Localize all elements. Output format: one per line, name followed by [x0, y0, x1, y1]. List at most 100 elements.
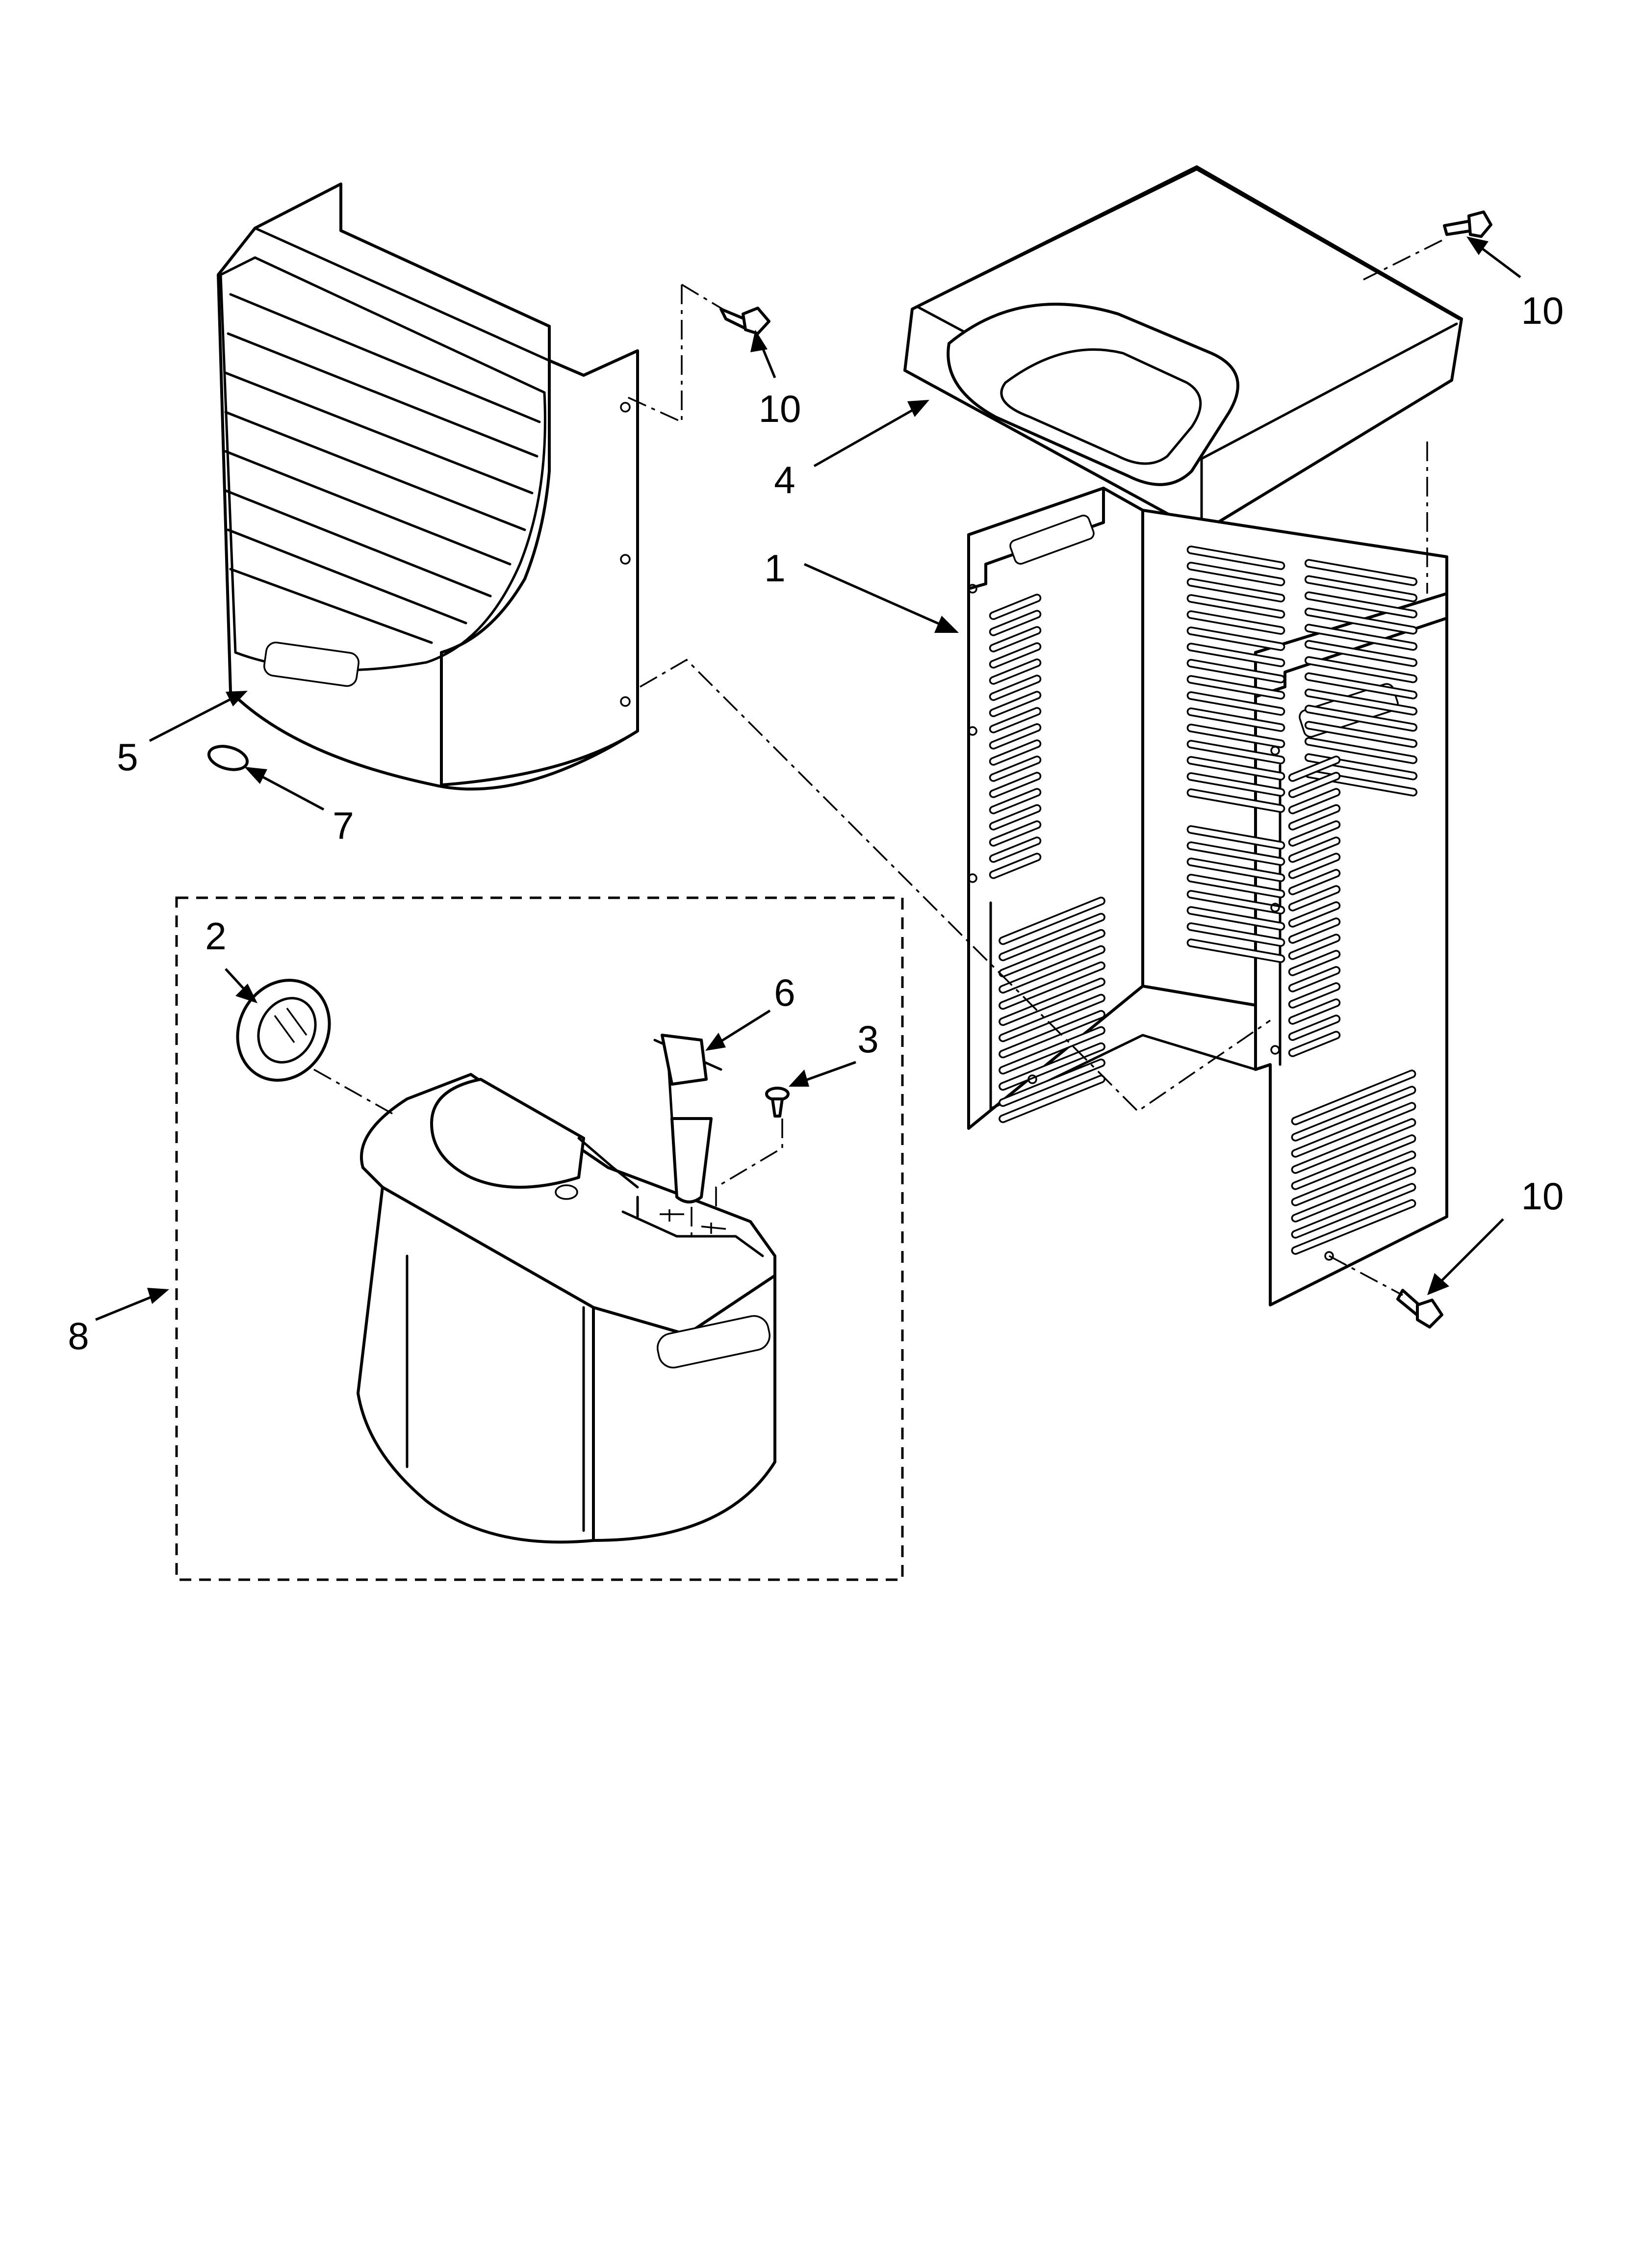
vent-slot — [1186, 841, 1285, 866]
callout-8: 8 — [68, 1314, 89, 1357]
vent-slot — [999, 993, 1105, 1043]
cabinet-vents — [989, 546, 1418, 1255]
vent-slot — [1288, 772, 1341, 798]
vent-slot — [1186, 756, 1285, 781]
bucket-kit — [175, 896, 904, 1581]
callout-1: 1 — [764, 547, 785, 590]
vent-slot — [1288, 804, 1341, 831]
vent-slot — [989, 788, 1042, 814]
vent-slot — [1291, 1150, 1416, 1206]
vent-slot — [1186, 546, 1285, 570]
vent-slot — [1304, 624, 1418, 651]
callout-10-top-left: 10 — [759, 387, 801, 430]
vent-slot — [1304, 721, 1418, 748]
vent-slot — [1186, 724, 1285, 748]
callout-2: 2 — [205, 914, 226, 958]
vent-slot — [1186, 858, 1285, 882]
vent-slot — [1304, 704, 1418, 732]
vent-slot — [1304, 559, 1418, 586]
vent-slot — [999, 896, 1105, 945]
vent-slot — [1186, 626, 1285, 651]
vent-slot — [999, 945, 1105, 994]
vent-slot — [989, 642, 1042, 669]
vent-slot — [989, 610, 1042, 636]
vent-slot — [1291, 1183, 1416, 1239]
vent-slot — [1186, 788, 1285, 813]
vent-slot — [1304, 607, 1418, 635]
vent-slot — [999, 1010, 1105, 1059]
vent-slot — [989, 820, 1042, 847]
vent-slot — [1304, 640, 1418, 667]
vent-slot — [1186, 594, 1285, 619]
vent-slot — [1304, 575, 1418, 602]
vent-slot — [1291, 1134, 1416, 1190]
vent-slot — [1186, 938, 1285, 963]
vent-slot — [1288, 1031, 1341, 1057]
drain-filter — [236, 979, 331, 1082]
kit-boundary — [175, 896, 904, 1581]
callouts: 1 2 3 4 5 6 7 8 10 10 — [68, 236, 1564, 1357]
vent-slot — [989, 626, 1042, 652]
vent-slot — [1186, 825, 1285, 850]
vent-slot — [1186, 691, 1285, 716]
bucket-handle — [657, 1315, 770, 1369]
vent-slot — [1291, 1167, 1416, 1223]
vent-slot — [1186, 562, 1285, 586]
vent-slot — [1288, 869, 1341, 895]
vent-slot — [1288, 788, 1341, 814]
vent-slot — [1304, 672, 1418, 700]
vent-slot — [999, 1058, 1105, 1107]
float-assembly — [653, 1034, 722, 1203]
vent-slot — [1288, 950, 1341, 976]
callout-5: 5 — [117, 735, 138, 779]
vent-slot — [1291, 1069, 1416, 1125]
vent-slot — [1186, 675, 1285, 700]
vent-slot — [989, 772, 1042, 798]
vent-slot — [989, 691, 1042, 717]
vent-slot — [1288, 836, 1341, 863]
vent-slot — [1186, 578, 1285, 602]
vent-slot — [989, 723, 1042, 750]
vent-slot — [1304, 688, 1418, 716]
vent-slot — [1288, 901, 1341, 928]
vent-slot — [1186, 890, 1285, 914]
grille-handle-slot — [263, 641, 359, 687]
vent-slot — [1291, 1118, 1416, 1174]
vent-slot — [989, 756, 1042, 782]
vent-slot — [999, 929, 1105, 978]
float-screw — [765, 1087, 790, 1118]
vent-slot — [1288, 756, 1341, 782]
vent-slot — [1186, 659, 1285, 683]
vent-slot — [1288, 885, 1341, 912]
vent-slot — [1186, 922, 1285, 947]
vent-slot — [1186, 772, 1285, 797]
vent-slot — [1304, 591, 1418, 619]
vent-slot — [1186, 740, 1285, 764]
vent-slot — [989, 853, 1042, 879]
vent-slot — [989, 594, 1042, 620]
vent-slot — [1288, 982, 1341, 1009]
vent-slot — [1288, 853, 1341, 879]
vent-slot — [1291, 1086, 1416, 1142]
cabinet — [967, 487, 1448, 1306]
vent-slot — [1288, 998, 1341, 1025]
vent-slot — [1186, 610, 1285, 635]
vent-slot — [1288, 917, 1341, 944]
vent-slot — [989, 739, 1042, 766]
vent-slot — [999, 1042, 1105, 1091]
front-grille-panel — [217, 182, 639, 791]
mounting-screw-top-left — [719, 307, 770, 335]
vent-slot — [1186, 874, 1285, 898]
vent-slot — [1186, 643, 1285, 667]
callout-4: 4 — [774, 458, 795, 501]
callout-10-bottom-right: 10 — [1521, 1174, 1564, 1218]
vent-slot — [1288, 966, 1341, 992]
assembly-guide-lines — [627, 239, 1442, 1296]
vent-slot — [989, 707, 1042, 733]
vent-slot — [1288, 820, 1341, 847]
vent-slot — [999, 1026, 1105, 1075]
vent-slot — [1288, 934, 1341, 960]
vent-slot — [1186, 707, 1285, 732]
vent-slot — [1304, 656, 1418, 683]
vent-slot — [1304, 737, 1418, 764]
